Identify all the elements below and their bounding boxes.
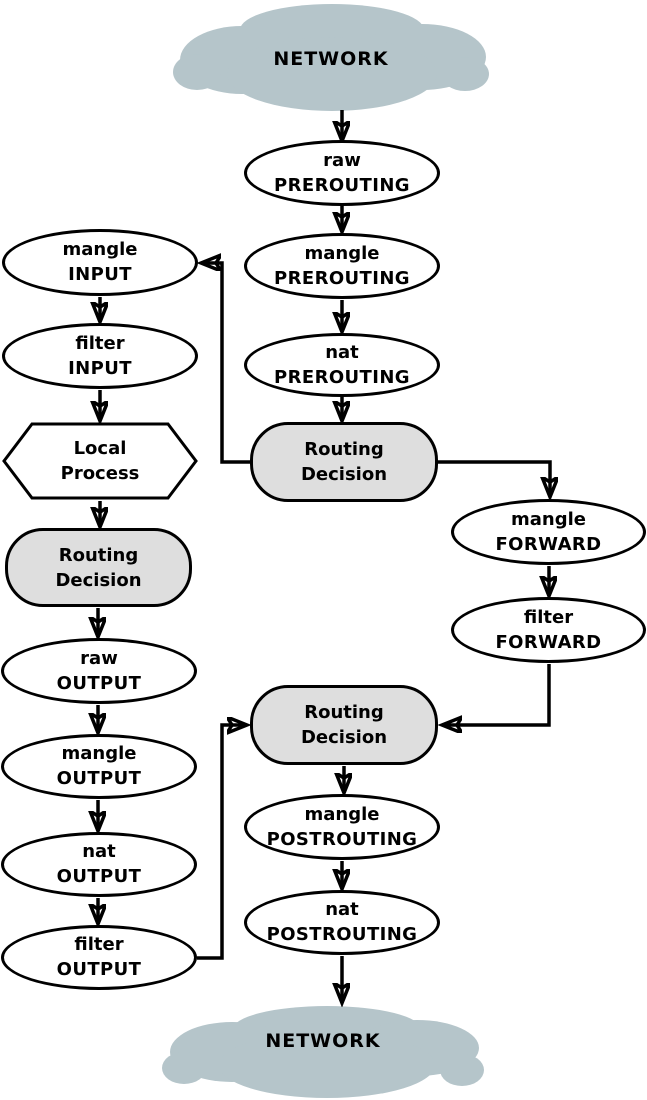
node-label: Routing xyxy=(58,544,139,566)
edge-routing-mid-to-mangle-forward xyxy=(438,460,550,494)
edge-filter-output-to-routing-bottom xyxy=(197,725,244,960)
node-label: INPUT xyxy=(68,357,132,379)
node-label: Routing xyxy=(304,702,384,723)
node-label: Decision xyxy=(300,464,388,485)
node-nat-output: nat OUTPUT xyxy=(1,832,197,897)
node-mangle-prerouting: mangle PREROUTING xyxy=(244,233,440,299)
node-label: raw xyxy=(80,647,118,669)
node-label: OUTPUT xyxy=(56,866,142,887)
node-label: raw xyxy=(323,149,361,171)
node-nat-postrouting: nat POSTROUTING xyxy=(244,890,440,955)
node-label: POSTROUTING xyxy=(266,828,418,850)
node-label: Local xyxy=(73,438,127,459)
node-label: filter xyxy=(75,332,125,354)
node-raw-output: raw OUTPUT xyxy=(1,638,197,704)
node-raw-prerouting: raw PREROUTING xyxy=(244,140,440,206)
node-label: Decision xyxy=(55,569,142,591)
node-label: OUTPUT xyxy=(56,672,142,694)
node-label: POSTROUTING xyxy=(266,924,418,945)
node-label: PREROUTING xyxy=(274,267,410,289)
node-nat-prerouting: nat PREROUTING xyxy=(244,333,440,397)
node-label: PREROUTING xyxy=(274,174,410,196)
node-filter-output: filter OUTPUT xyxy=(1,925,197,990)
edge-routing-mid-to-mangle-input xyxy=(204,263,250,464)
node-label: PREROUTING xyxy=(274,366,410,388)
node-label: FORWARD xyxy=(495,533,602,555)
node-filter-input: filter INPUT xyxy=(2,323,198,389)
node-mangle-forward: mangle FORWARD xyxy=(451,499,646,565)
cloud-shape xyxy=(173,4,489,111)
node-label: INPUT xyxy=(68,264,132,285)
node-filter-forward: filter FORWARD xyxy=(451,597,646,663)
node-label: mangle xyxy=(61,743,137,764)
node-label: nat xyxy=(325,899,359,920)
node-mangle-input: mangle INPUT xyxy=(2,229,198,296)
node-label: mangle xyxy=(511,508,586,530)
node-label: mangle xyxy=(62,239,138,260)
node-mangle-postrouting: mangle POSTROUTING xyxy=(244,794,440,860)
network-top-label: NETWORK xyxy=(273,48,389,70)
node-mangle-output: mangle OUTPUT xyxy=(1,734,197,799)
network-cloud-bottom: NETWORK xyxy=(162,1000,484,1100)
node-routing-decision-left: Routing Decision xyxy=(5,528,192,607)
node-label: nat xyxy=(325,341,359,363)
node-local-process: Local Process xyxy=(2,422,198,500)
node-label: nat xyxy=(82,841,116,862)
node-label: filter xyxy=(74,934,124,955)
node-label: Decision xyxy=(300,727,388,748)
hexagon-shape xyxy=(2,422,198,500)
node-label: filter xyxy=(523,606,574,628)
edge-filter-forward-to-routing-bottom xyxy=(445,664,551,725)
cloud-shape xyxy=(162,1006,484,1098)
node-label: mangle xyxy=(304,803,380,825)
node-label: Process xyxy=(60,463,140,484)
node-label: FORWARD xyxy=(495,631,602,653)
node-label: OUTPUT xyxy=(56,768,142,789)
network-bottom-label: NETWORK xyxy=(265,1030,381,1052)
node-routing-decision-bottom: Routing Decision xyxy=(250,685,438,765)
node-label: Routing xyxy=(304,439,384,460)
network-cloud-top: NETWORK xyxy=(172,2,490,116)
node-label: mangle xyxy=(304,242,380,264)
node-label: OUTPUT xyxy=(56,959,142,980)
node-routing-decision-mid: Routing Decision xyxy=(250,422,438,502)
